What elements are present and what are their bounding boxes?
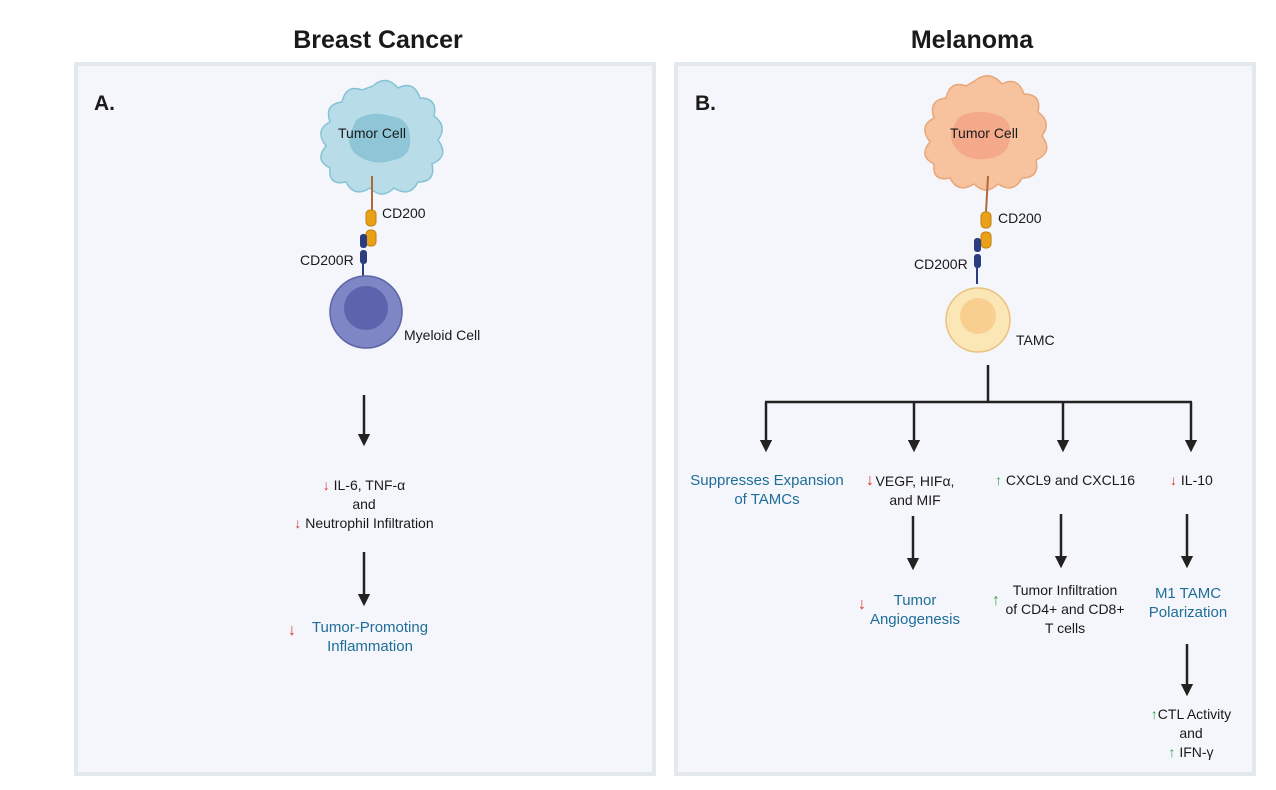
branch4-final-line3: IFN-γ bbox=[1179, 744, 1214, 760]
outcome-a: Tumor-Promoting Inflammation bbox=[280, 618, 460, 656]
branch2-effect: VEGF, HIFα, and MIF bbox=[872, 472, 958, 510]
branch-arrows bbox=[759, 402, 1198, 453]
up-arrow-icon: ↑ bbox=[1168, 744, 1176, 760]
tumor-cell-label-a: Tumor Cell bbox=[338, 125, 406, 141]
cd200-label-b: CD200 bbox=[998, 210, 1042, 226]
up-arrow-icon: ↑ bbox=[992, 592, 1000, 609]
branch2-outcome: Tumor Angiogenesis bbox=[862, 591, 968, 629]
outcome-a-line1: Tumor-Promoting bbox=[311, 619, 429, 636]
branch3-effect: ↑ CXCL9 and CXCL16 bbox=[995, 472, 1135, 488]
effect-a-line1: IL-6, TNF-α bbox=[333, 477, 406, 493]
tumor-cell-label-b: Tumor Cell bbox=[950, 125, 1018, 141]
panel-letter-a: A. bbox=[94, 92, 115, 115]
panel-title-melanoma: Melanoma bbox=[910, 26, 1034, 54]
tamc-label: TAMC bbox=[1016, 332, 1055, 348]
branch4-outcome-line2: Polarization bbox=[1148, 604, 1228, 621]
cd200-ligand-a bbox=[365, 209, 377, 247]
branch1-line1: Suppresses Expansion bbox=[690, 472, 844, 489]
branch1-line2: of TAMCs bbox=[734, 491, 800, 508]
tumor-cell-a bbox=[320, 79, 444, 195]
panel-title-breast-cancer: Breast Cancer bbox=[293, 26, 463, 54]
tumor-cell-b bbox=[924, 75, 1048, 191]
down-arrow-icon: ↓ bbox=[858, 596, 866, 613]
myeloid-cell-label: Myeloid Cell bbox=[404, 327, 481, 343]
branch1-outcome: Suppresses Expansion of TAMCs bbox=[686, 471, 848, 509]
tamc-cell bbox=[945, 287, 1011, 353]
branch2-line2: and MIF bbox=[889, 492, 941, 508]
branch4-outcome: M1 TAMC Polarization bbox=[1138, 584, 1238, 622]
cd200r-receptor-b bbox=[974, 238, 981, 284]
down-arrow-icon: ↓ bbox=[288, 622, 296, 639]
effect-a-line2: and bbox=[352, 496, 376, 512]
cd200-label-a: CD200 bbox=[382, 205, 426, 221]
down-arrow-icon: ↓ bbox=[866, 472, 874, 489]
effect-a-line3: Neutrophil Infiltration bbox=[305, 515, 434, 531]
cd200r-label-a: CD200R bbox=[300, 252, 354, 268]
down-arrow-icon: ↓ bbox=[294, 515, 302, 531]
branch3-outcome-line3: T cells bbox=[1044, 620, 1086, 636]
branch4-effect: ↓ IL-10 bbox=[1170, 472, 1213, 488]
myeloid-cell bbox=[329, 275, 403, 349]
cd200-stalk-b bbox=[985, 175, 989, 213]
branch3-outcome: Tumor Infiltration of CD4+ and CD8+ T ce… bbox=[1000, 581, 1130, 638]
branch2-outcome-line2: Angiogenesis bbox=[869, 611, 961, 628]
branch4-final-line1: CTL Activity bbox=[1157, 706, 1232, 722]
cd200r-receptor-a bbox=[360, 234, 367, 280]
branch3-line1: CXCL9 and CXCL16 bbox=[1005, 472, 1136, 488]
cd200r-label-b: CD200R bbox=[914, 256, 968, 272]
up-arrow-icon: ↑ bbox=[1150, 706, 1158, 722]
effect-a: ↓ IL-6, TNF-α and ↓ Neutrophil Infiltrat… bbox=[264, 476, 464, 533]
branch4-outcome-line1: M1 TAMC bbox=[1154, 585, 1222, 602]
branch2-line1: VEGF, HIFα, bbox=[875, 473, 955, 489]
branch4-final-line2: and bbox=[1179, 725, 1203, 741]
outcome-a-line2: Inflammation bbox=[327, 638, 413, 655]
branch-connector bbox=[765, 365, 1192, 404]
branch4-final: ↑CTL Activity and ↑ IFN-γ bbox=[1136, 705, 1246, 762]
branch4-line1: IL-10 bbox=[1180, 472, 1213, 488]
down-arrow-icon: ↓ bbox=[1170, 472, 1177, 488]
panel-letter-b: B. bbox=[695, 92, 716, 115]
cd200-ligand-b bbox=[980, 211, 992, 249]
up-arrow-icon: ↑ bbox=[995, 472, 1002, 488]
branch2-outcome-line1: Tumor bbox=[893, 592, 937, 609]
branch3-outcome-line1: Tumor Infiltration bbox=[1012, 582, 1118, 598]
down-arrow-icon: ↓ bbox=[322, 477, 330, 493]
branch3-outcome-line2: of CD4+ and CD8+ bbox=[1005, 601, 1125, 617]
